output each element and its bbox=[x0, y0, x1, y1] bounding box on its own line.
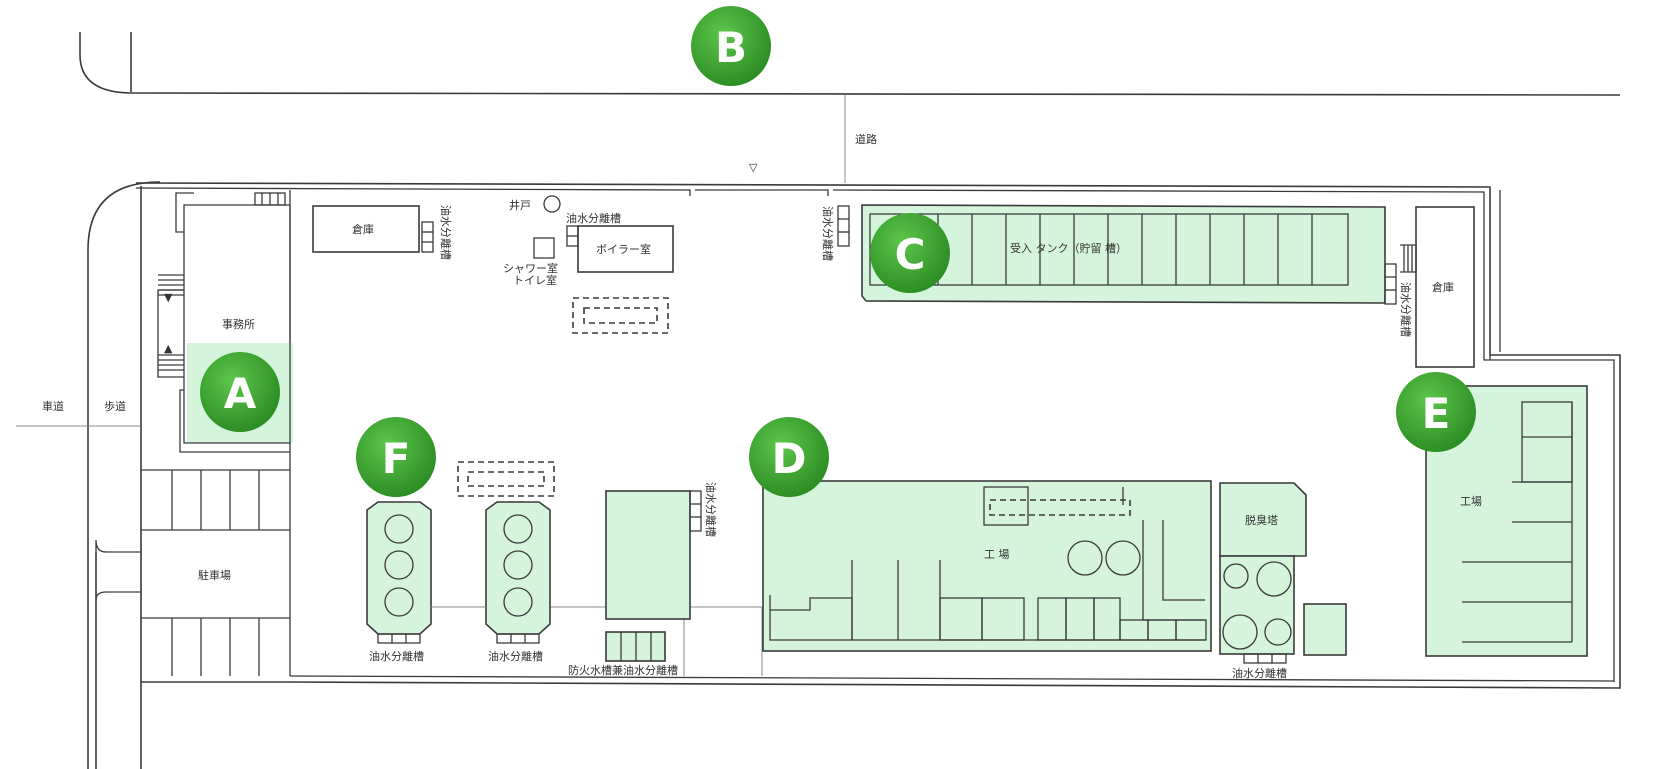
badge-b-letter: B bbox=[715, 23, 747, 72]
dashed-area-2-inner bbox=[467, 471, 545, 487]
badge-d: D bbox=[749, 417, 829, 497]
dashed-area-1 bbox=[572, 297, 669, 334]
badge-a-letter: A bbox=[224, 369, 257, 418]
office-label: 事務所 bbox=[222, 317, 255, 331]
receiving-tank bbox=[837, 204, 1397, 305]
separator-tank-2 bbox=[485, 501, 551, 644]
well-circle bbox=[543, 195, 561, 213]
separator-label-5: 油水分離槽 bbox=[369, 649, 424, 663]
badge-c: C bbox=[870, 213, 950, 293]
dashed-area-1-inner bbox=[583, 307, 658, 324]
parking-lot bbox=[141, 469, 290, 676]
badge-f: F bbox=[356, 417, 436, 497]
dashed-area-2 bbox=[457, 461, 555, 497]
deodorizing-tower bbox=[1219, 482, 1347, 664]
road-label: 道路 bbox=[855, 132, 877, 146]
warehouse-left-label: 倉庫 bbox=[352, 222, 374, 236]
separator-label-2: 油水分離槽 bbox=[566, 211, 621, 225]
badge-b: B bbox=[691, 6, 771, 86]
green-block bbox=[605, 490, 702, 620]
warehouse-left bbox=[312, 205, 434, 253]
shower-label-2: トイレ室 bbox=[513, 273, 557, 287]
badge-a: A bbox=[200, 352, 280, 432]
separator-label-6: 油水分離槽 bbox=[488, 649, 543, 663]
badge-e: E bbox=[1396, 372, 1476, 452]
svg-text:▼: ▼ bbox=[164, 291, 173, 304]
parking-label: 駐車場 bbox=[198, 568, 231, 582]
receiving-tank-label: 受入 タンク（貯留 槽） bbox=[1010, 242, 1127, 255]
badge-c-letter: C bbox=[895, 230, 926, 279]
boiler-room-label: ボイラー室 bbox=[596, 242, 651, 256]
svg-text:▲: ▲ bbox=[164, 342, 173, 355]
sidewalk-label: 歩道 bbox=[104, 399, 126, 413]
shower-box bbox=[533, 237, 555, 259]
fire-tank bbox=[605, 631, 666, 662]
factory-d bbox=[762, 480, 1212, 652]
well-label: 井戸 bbox=[509, 198, 531, 212]
deodorizing-tower-label: 脱臭塔 bbox=[1245, 513, 1278, 527]
warehouse-right-label: 倉庫 bbox=[1432, 280, 1454, 294]
separator-tank-1 bbox=[366, 501, 432, 644]
badge-e-letter: E bbox=[1422, 389, 1451, 438]
shower-label-1: シャワー室 bbox=[503, 261, 558, 275]
street-left bbox=[16, 186, 142, 769]
separator-label-1: 油水分離槽 bbox=[439, 205, 453, 260]
carriageway-label: 車道 bbox=[42, 399, 64, 413]
badge-d-letter: D bbox=[772, 434, 807, 483]
road-top bbox=[79, 32, 1621, 769]
gate-triangle: ▽ bbox=[749, 161, 758, 174]
fire-tank-label: 防火水槽兼油水分離槽 bbox=[568, 663, 678, 677]
separator-label-4: 油水分離槽 bbox=[1399, 282, 1413, 337]
separator-label-7: 油水分離槽 bbox=[704, 482, 718, 537]
factory-d-label: 工 場 bbox=[984, 548, 1010, 561]
separator-label-8: 油水分離槽 bbox=[1232, 666, 1287, 680]
boiler-room bbox=[566, 225, 674, 273]
warehouse-right bbox=[1400, 206, 1475, 368]
separator-label-3: 油水分離槽 bbox=[821, 206, 835, 261]
factory-e-label: 工場 bbox=[1460, 495, 1482, 508]
badge-f-letter: F bbox=[382, 434, 411, 483]
